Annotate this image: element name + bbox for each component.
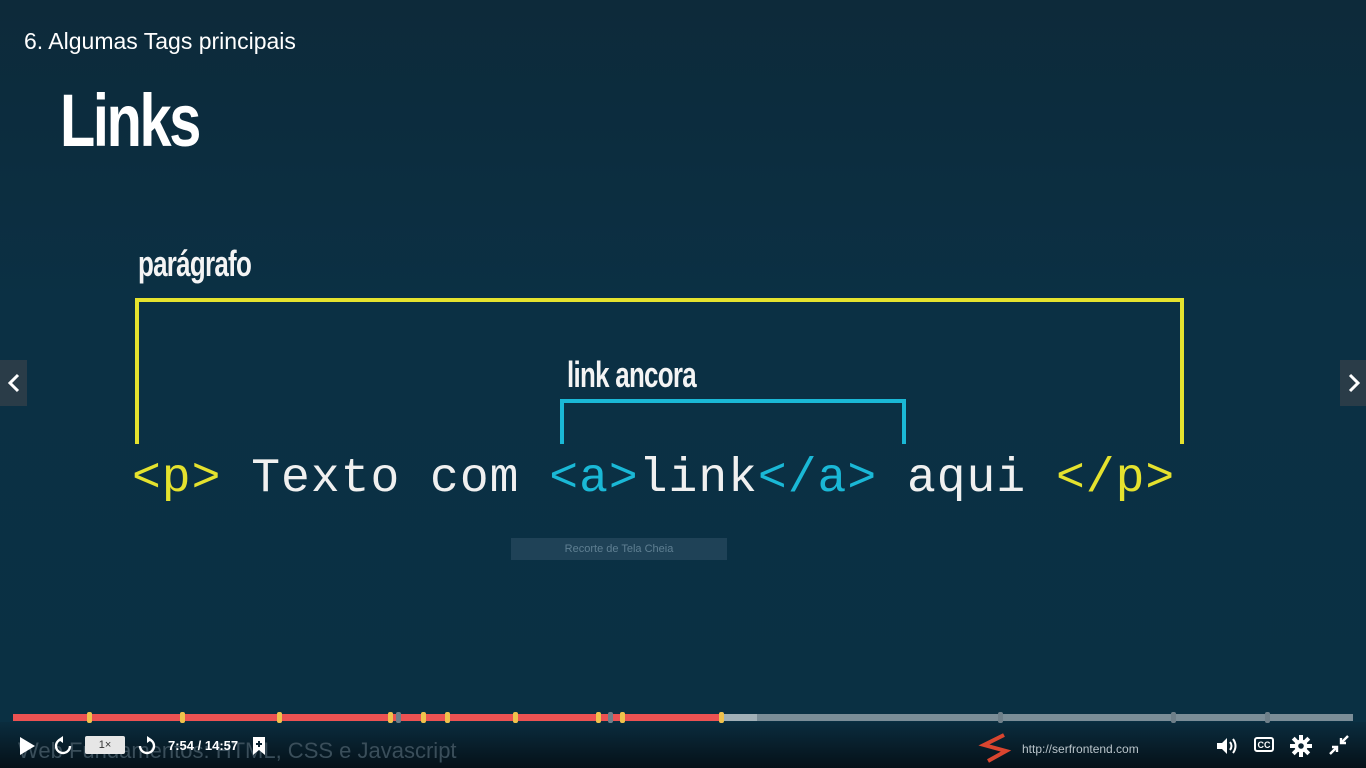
slide-title: Links — [60, 79, 201, 162]
play-icon — [20, 737, 35, 755]
settings-button[interactable] — [1290, 735, 1312, 757]
volume-button[interactable] — [1216, 735, 1238, 757]
p-close-tag: </p> — [1055, 452, 1176, 506]
time-display: 7:54 / 14:57 — [168, 738, 239, 753]
a-close-tag: </a> — [757, 452, 878, 506]
settings-icon — [1290, 735, 1312, 757]
chapter-marker[interactable] — [421, 712, 426, 723]
progress-bar[interactable] — [13, 712, 1353, 723]
brand-url: http://serfrontend.com — [1022, 742, 1139, 756]
paragraph-bracket — [135, 298, 1184, 444]
paragraph-label: parágrafo — [138, 243, 252, 284]
control-bar — [0, 722, 1366, 768]
prev-icon — [7, 373, 19, 393]
chapter-marker[interactable] — [513, 712, 518, 723]
rewind-button[interactable] — [52, 735, 74, 757]
rewind-icon — [54, 736, 72, 755]
text-after: aqui — [877, 452, 1056, 506]
forward-button[interactable] — [136, 735, 158, 757]
bookmark-icon — [253, 737, 265, 755]
lecture-title: 6. Algumas Tags principais — [24, 28, 296, 54]
p-open-tag: <p> — [132, 452, 222, 506]
snip-tooltip: Recorte de Tela Cheia — [511, 538, 727, 560]
playback-speed-button[interactable]: 1× — [85, 736, 125, 754]
chapter-marker[interactable] — [596, 712, 601, 723]
cc-icon: CC — [1257, 739, 1271, 750]
chapter-marker[interactable] — [998, 712, 1003, 723]
anchor-label: link ancora — [567, 354, 697, 395]
exit-fullscreen-icon — [1329, 735, 1349, 755]
code-example: <p> Texto com <a>link</a> aqui </p> — [132, 452, 1175, 506]
chapter-marker[interactable] — [1265, 712, 1270, 723]
serfrontend-logo — [978, 733, 1012, 763]
exit-fullscreen-button[interactable] — [1328, 734, 1350, 756]
add-bookmark-button[interactable] — [249, 735, 269, 757]
progress-played — [13, 714, 724, 721]
a-open-tag: <a> — [549, 452, 639, 506]
chapter-marker[interactable] — [396, 712, 401, 723]
captions-button[interactable]: CC — [1254, 737, 1274, 752]
chapter-marker[interactable] — [608, 712, 613, 723]
link-text: link — [638, 452, 758, 506]
text-before: Texto com — [221, 452, 550, 506]
chapter-marker[interactable] — [277, 712, 282, 723]
chapter-marker[interactable] — [719, 712, 724, 723]
forward-icon — [138, 736, 156, 755]
chapter-marker[interactable] — [620, 712, 625, 723]
chapter-marker[interactable] — [445, 712, 450, 723]
next-icon — [1348, 373, 1360, 393]
chapter-marker[interactable] — [180, 712, 185, 723]
chapter-marker[interactable] — [1171, 712, 1176, 723]
chapter-marker[interactable] — [388, 712, 393, 723]
chapter-marker[interactable] — [87, 712, 92, 723]
next-lecture-button[interactable] — [1340, 360, 1366, 406]
prev-lecture-button[interactable] — [0, 360, 27, 406]
play-button[interactable] — [16, 735, 38, 757]
anchor-bracket — [560, 399, 906, 444]
volume-icon — [1217, 738, 1237, 754]
